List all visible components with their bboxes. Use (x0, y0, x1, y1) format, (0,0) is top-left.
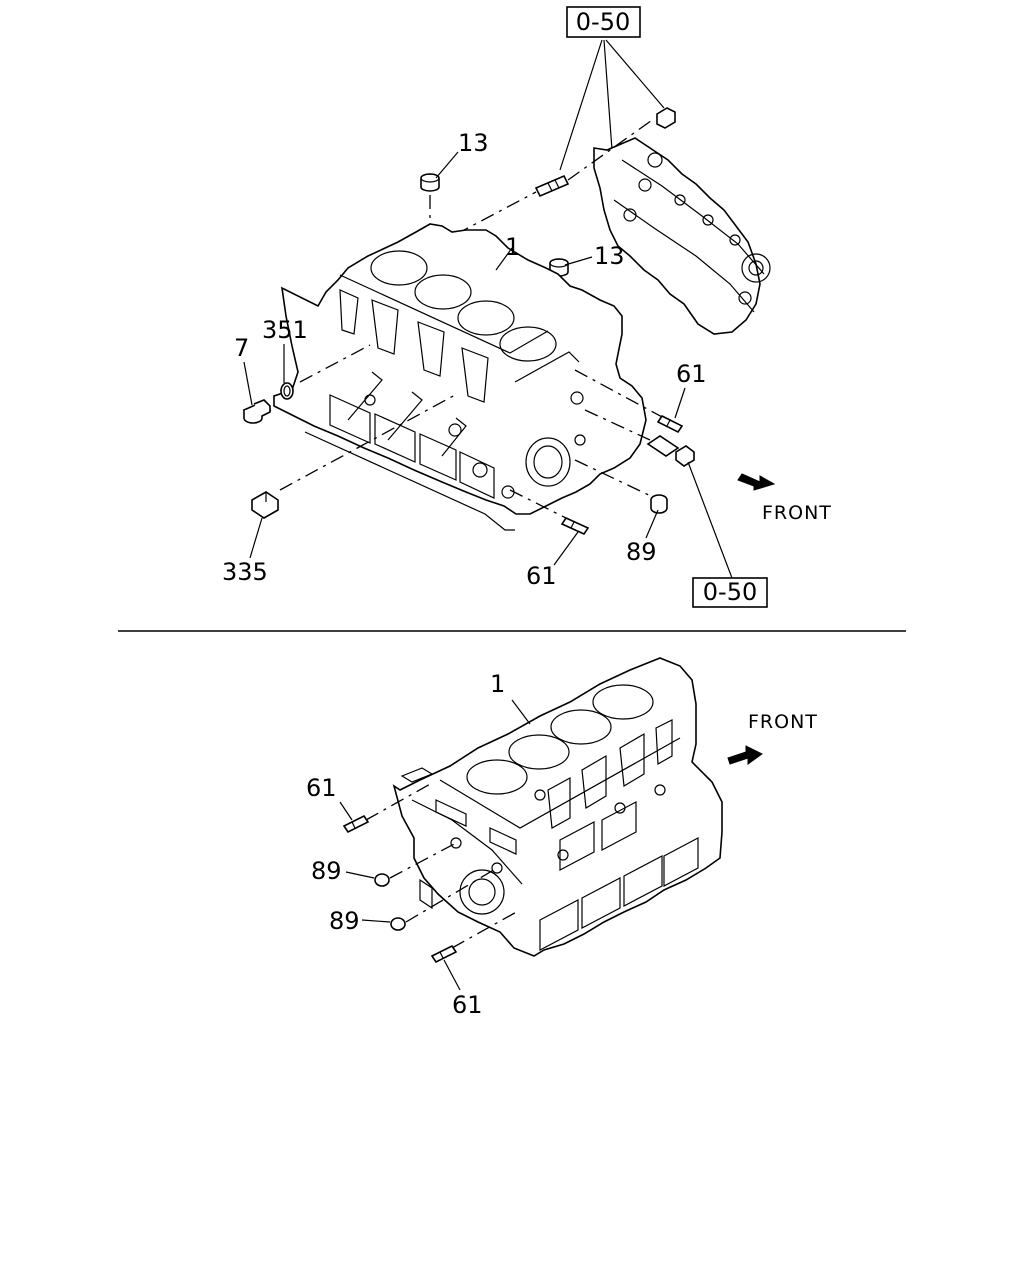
front-label-top: FRONT (762, 502, 832, 524)
plug-13-left (420, 173, 440, 192)
callout-13-lower: 13 (594, 242, 625, 270)
reference-box-bottom[interactable]: 0-50 (692, 577, 768, 608)
dowel-pin-61-rear-lower (430, 944, 458, 964)
callout-61-upper: 61 (676, 360, 707, 388)
front-arrow-bottom-icon (727, 745, 763, 765)
callout-7: 7 (234, 334, 249, 362)
callout-61-rear-upper: 61 (306, 774, 337, 802)
washer-351 (280, 382, 294, 400)
dowel-pin-61-right (656, 414, 684, 434)
stud-bolt (534, 174, 570, 198)
plug-89-top (650, 494, 668, 514)
callout-89-rear-upper: 89 (311, 857, 342, 885)
front-label-bottom: FRONT (748, 711, 818, 733)
reference-label-top: 0-50 (576, 8, 630, 36)
reference-box-top[interactable]: 0-50 (566, 6, 641, 38)
callout-13-upper: 13 (458, 129, 489, 157)
bottom-rear-view: FRONT 1 61 89 89 61 (306, 657, 818, 1019)
callout-1-top: 1 (505, 233, 520, 261)
dowel-pin-61-rear-upper (342, 814, 370, 834)
engine-block-top (273, 223, 647, 531)
front-arrow-top-icon (737, 473, 776, 491)
callout-1-bottom: 1 (490, 670, 505, 698)
plug-7 (242, 399, 272, 424)
nut-top (656, 107, 676, 129)
callout-335: 335 (222, 558, 268, 586)
plug-89-rear-lower (390, 917, 406, 931)
callout-89-rear-lower: 89 (329, 907, 360, 935)
callout-61-rear-lower: 61 (452, 991, 483, 1019)
plug-335 (251, 491, 279, 519)
plug-89-rear-upper (374, 873, 390, 887)
callout-351: 351 (262, 316, 308, 344)
reference-label-bottom: 0-50 (703, 578, 757, 606)
oil-fitting (646, 435, 695, 467)
callout-61-lower: 61 (526, 562, 557, 590)
oil-cooler-cover (593, 137, 771, 335)
top-exploded-view: 0-50 (222, 6, 832, 608)
dowel-pin-61-bottom (560, 516, 590, 536)
callout-89-top: 89 (626, 538, 657, 566)
engine-block-bottom (392, 657, 723, 957)
